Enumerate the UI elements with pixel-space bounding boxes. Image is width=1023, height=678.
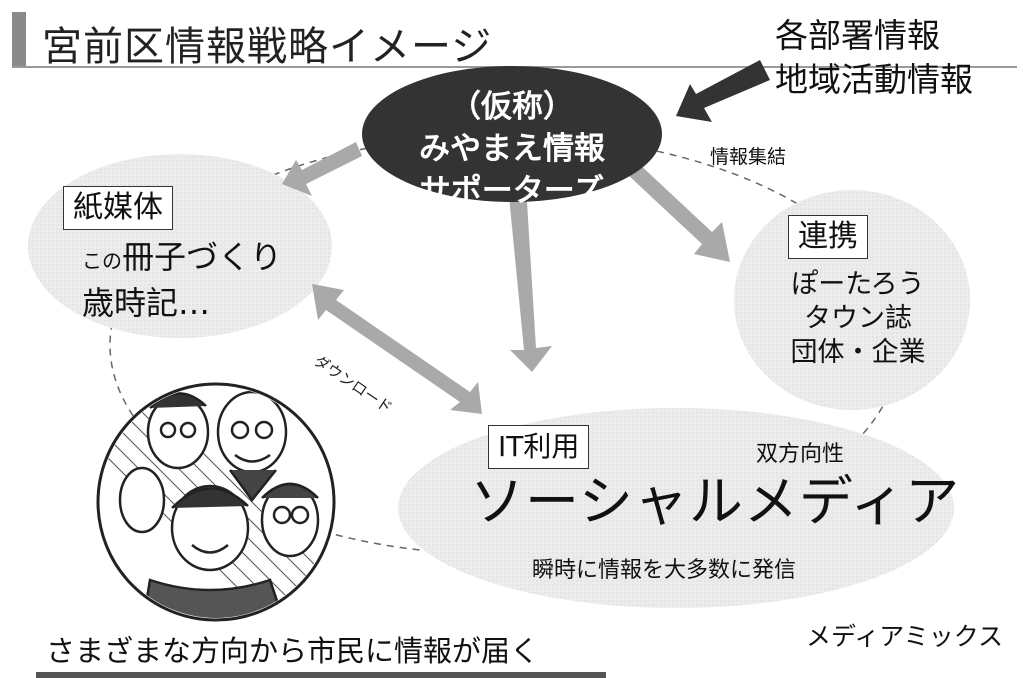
supporters-line-2: みやまえ情報 [419, 131, 605, 167]
it-usage-heading: IT利用 [488, 425, 590, 469]
supporters-line-3: サポーターズ [419, 173, 605, 209]
media-mix-label: メディアミックス [806, 622, 1004, 651]
paper-item-almanac: 歳時記… [82, 284, 211, 322]
paper-item-booklet: 冊子づくり [122, 238, 283, 276]
source-community-info: 地域活動情報 [775, 60, 973, 99]
arrow-download [312, 284, 482, 414]
collab-item-town-magazine: タウン誌 [804, 303, 912, 334]
people-illustration [96, 382, 336, 622]
paper-small-prefix: この [82, 249, 122, 273]
source-info: 各部署情報 地域活動情報 [775, 14, 973, 102]
arrow-to-collaboration [612, 148, 730, 262]
footer-underline [36, 672, 606, 678]
footer-message: さまざまな方向から市民に情報が届く [46, 634, 540, 668]
arrow-to-social [508, 186, 552, 372]
collab-item-organizations: 団体・企業 [790, 337, 926, 368]
supporters-ellipse [362, 66, 662, 202]
title-accent-bar [12, 12, 26, 68]
supporters-line-1: （仮称） [450, 89, 574, 125]
distribution-arrows [282, 142, 730, 414]
supporters-label: （仮称） みやまえ情報 サポーターズ [384, 86, 640, 212]
collab-item-portal: ぽーたろう [791, 269, 925, 300]
source-dept-info: 各部署情報 [775, 16, 940, 55]
paper-media-heading: 紙媒体 [63, 186, 173, 230]
arrow-to-paper [282, 142, 362, 196]
collaboration-items: ぽーたろう タウン誌 団体・企業 [778, 268, 938, 370]
aggregation-label: 情報集結 [710, 146, 787, 168]
social-media-title: ソーシャルメディア [470, 470, 961, 533]
social-media-description: 瞬時に情報を大多数に発信 [532, 558, 797, 583]
page-title: 宮前区情報戦略イメージ [42, 24, 493, 70]
collaboration-heading: 連携 [788, 215, 868, 259]
source-arrow [676, 60, 770, 122]
bidirectional-tag: 双方向性 [756, 442, 845, 467]
paper-media-items: この冊子づくり 歳時記… [82, 236, 282, 324]
